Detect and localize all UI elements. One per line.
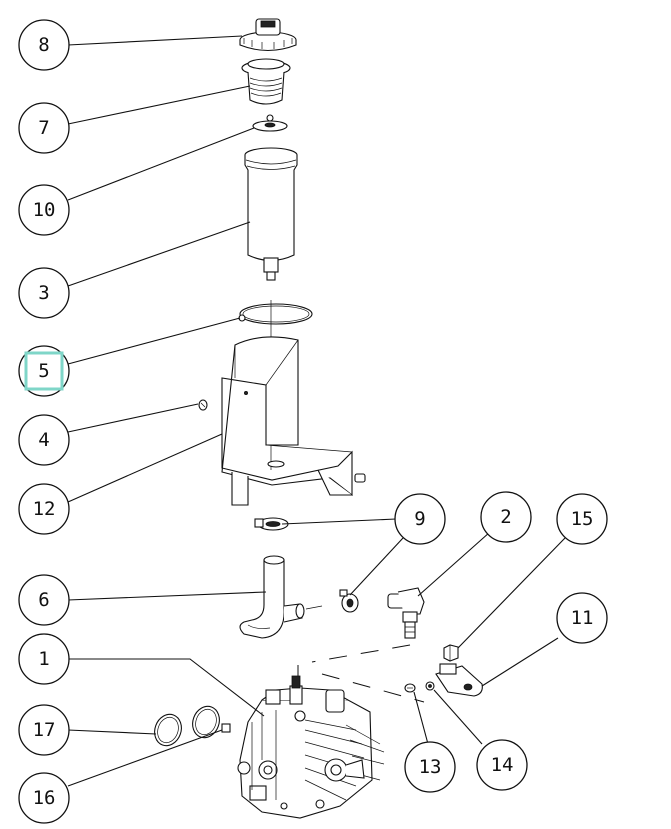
callout-4: 4 [18,414,70,466]
callout-5-label: 5 [38,360,49,382]
leader-4 [67,403,199,433]
leader-2 [417,531,491,597]
part-reservoir [244,147,298,281]
callout-16-label: 16 [33,787,56,809]
part-threaded-adapter [241,58,291,105]
part-bracket [221,336,366,506]
callout-4-label: 4 [38,429,49,451]
part-hose-clamp-upper [254,517,289,531]
callout-13: 13 [404,741,456,793]
callout-11: 11 [556,592,608,644]
leader-16 [67,729,223,787]
part-pump-body [237,675,385,819]
callout-13-label: 13 [419,756,442,778]
leader-lines [67,35,566,787]
callout-6: 6 [18,574,70,626]
leader-10 [67,127,255,201]
part-screw [198,399,208,411]
callout-1-label: 1 [38,648,49,670]
part-cap [239,18,297,52]
part-o-ring [238,303,313,325]
callout-10: 10 [18,184,70,236]
leader-7 [67,85,251,125]
callout-6-label: 6 [38,589,49,611]
leader-1 [68,658,265,717]
callout-9-label: 9 [414,508,425,530]
callout-2-label: 2 [500,506,511,528]
part-o-ring-pair [154,705,220,747]
callout-8: 8 [18,19,70,71]
callout-1: 1 [18,633,70,685]
leader-11 [481,637,559,687]
part-small-nut [425,681,435,691]
leader-15 [457,537,566,649]
leader-5 [67,317,241,365]
leader-12 [67,433,223,503]
part-elbow-fitting [387,587,425,639]
callout-12: 12 [18,483,70,535]
callout-17-label: 17 [33,719,56,741]
leader-8 [67,35,243,46]
part-insert [221,723,231,733]
part-bolt [404,683,416,693]
callout-15-label: 15 [571,508,594,530]
callout-8-label: 8 [38,34,49,56]
callout-12-label: 12 [33,498,56,520]
callout-15: 15 [556,493,608,545]
leader-3 [67,221,251,287]
callout-5[interactable]: 5 [18,345,70,397]
leader-9b [349,537,404,596]
callout-11-label: 11 [571,607,594,629]
callout-3: 3 [18,267,70,319]
part-mounting-plate [435,663,483,697]
callout-16: 16 [18,772,70,824]
callout-5-highlight-box [24,351,64,391]
callout-17: 17 [18,704,70,756]
part-elbow-hose [239,555,305,639]
callout-14: 14 [476,739,528,791]
callout-7-label: 7 [38,117,49,139]
callout-9: 9 [394,493,446,545]
leader-17 [67,729,157,735]
callout-14-label: 14 [491,754,514,776]
callout-7: 7 [18,102,70,154]
leader-14 [433,689,483,745]
part-washer [252,114,288,132]
leader-13 [413,691,429,745]
callout-3-label: 3 [38,282,49,304]
leader-9a [281,518,397,525]
leader-6 [67,591,267,601]
part-hose-clamp-lower [339,589,359,613]
part-nut [443,644,459,662]
callout-10-label: 10 [33,199,56,221]
callout-2: 2 [480,491,532,543]
